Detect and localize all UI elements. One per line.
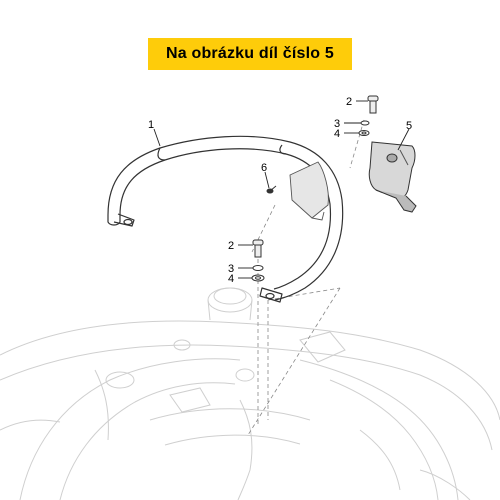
callout-2-upper: 2 (346, 96, 352, 108)
part-1-grab-rail (107, 135, 344, 303)
scooter-body-ghost (0, 287, 500, 500)
callout-3-lower: 3 (228, 263, 234, 275)
part-2-bolt-lower (252, 239, 264, 258)
page-title-banner: Na obrázku díl číslo 5 (148, 38, 352, 70)
callout-2-lower: 2 (228, 240, 234, 252)
part-3-washer-lower (252, 265, 264, 271)
part-5-rear-bracket (368, 141, 417, 213)
callout-5: 5 (406, 120, 412, 132)
callout-3-upper: 3 (334, 118, 340, 130)
callout-6: 6 (261, 162, 267, 174)
callout-4-upper: 4 (334, 128, 340, 140)
part-6-screw (266, 185, 277, 194)
part-4-spacer-lower (251, 274, 265, 282)
callout-4-lower: 4 (228, 273, 234, 285)
part-2-bolt-upper (367, 95, 379, 114)
part-3-washer-upper (360, 120, 370, 126)
part-4-spacer-upper (358, 130, 370, 136)
callout-1: 1 (148, 119, 154, 131)
callout-leaders (153, 100, 410, 279)
callout-labels: 1 2 3 4 5 6 2 3 4 (148, 96, 412, 285)
installed-bracket-ghost (289, 161, 329, 221)
